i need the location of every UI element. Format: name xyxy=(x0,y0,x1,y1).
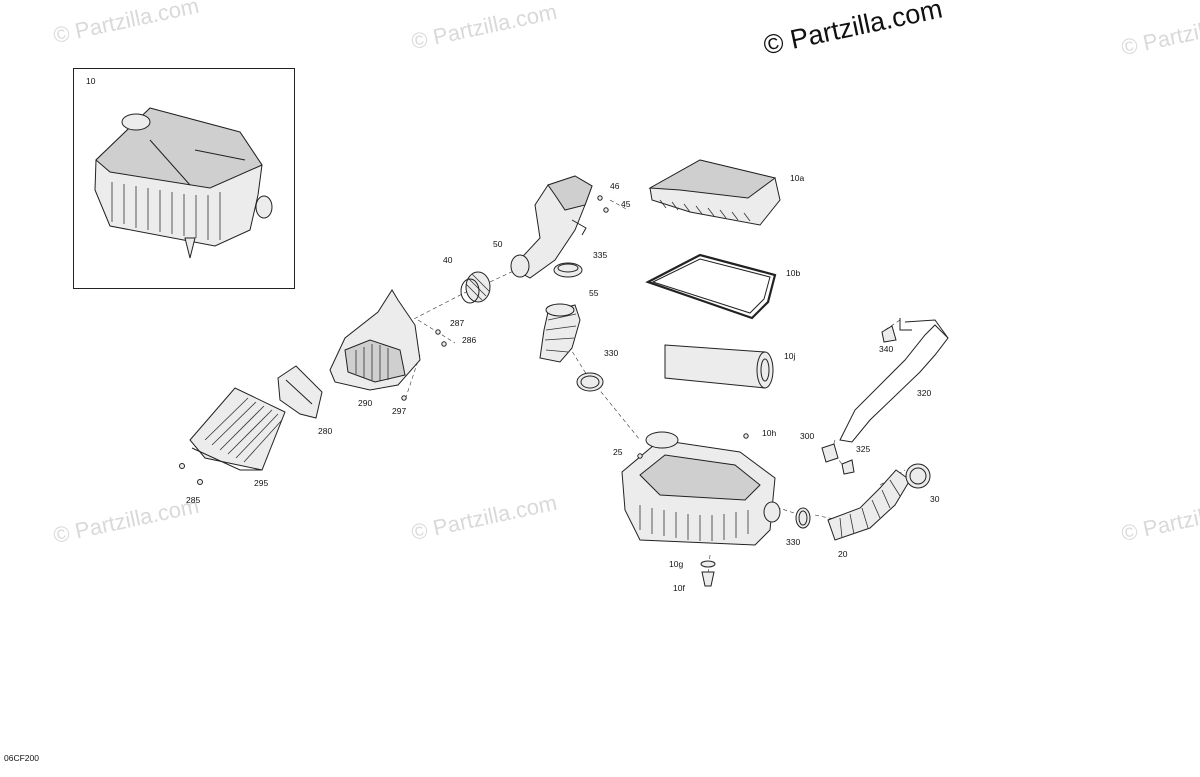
callout-340: 340 xyxy=(879,344,894,354)
callout-300: 300 xyxy=(800,431,815,441)
callout-10j: 10j xyxy=(784,351,796,361)
intake-housing xyxy=(329,289,447,401)
intake-grille xyxy=(179,387,286,485)
hose-clamp xyxy=(905,463,931,489)
callout-55: 55 xyxy=(589,288,599,298)
callout-320: 320 xyxy=(917,388,932,398)
callout-290: 290 xyxy=(358,398,373,408)
callout-297: 297 xyxy=(392,406,407,416)
callout-325: 325 xyxy=(856,444,871,454)
airbox-gasket xyxy=(645,253,777,320)
inset-callout: 10 xyxy=(86,76,96,86)
intake-coupler xyxy=(460,271,491,304)
hose-fittings xyxy=(821,443,855,475)
intake-hose xyxy=(827,469,911,541)
callout-46: 46 xyxy=(610,181,620,191)
callout-287: 287 xyxy=(450,318,465,328)
callout-10a: 10a xyxy=(790,173,805,183)
callout-285: 285 xyxy=(186,495,201,505)
callout-286: 286 xyxy=(462,335,477,345)
inset-airbox-assembly xyxy=(94,107,273,259)
air-filter-element xyxy=(664,344,774,389)
diagram-code: 06CF200 xyxy=(4,753,39,763)
vent-hose xyxy=(839,318,949,443)
callout-10b: 10b xyxy=(786,268,801,278)
callout-30: 30 xyxy=(930,494,940,504)
callout-10g: 10g xyxy=(669,559,684,569)
boot-clamp-upper xyxy=(576,372,604,392)
vent-fitting xyxy=(881,325,897,343)
callout-25: 25 xyxy=(613,447,623,457)
flex-boot xyxy=(539,303,581,363)
duct-clamp xyxy=(553,262,583,278)
callout-330-upper: 330 xyxy=(604,348,619,358)
callout-10f: 10f xyxy=(673,583,685,593)
callout-45: 45 xyxy=(621,199,631,209)
boot-clamp-lower xyxy=(795,507,811,529)
callout-10h: 10h xyxy=(762,428,777,438)
airbox-cover xyxy=(648,159,781,226)
callout-20: 20 xyxy=(838,549,848,559)
drain-valve xyxy=(700,560,716,587)
intake-duct xyxy=(510,175,609,279)
callout-335: 335 xyxy=(593,250,608,260)
airbox-base xyxy=(621,431,781,546)
callout-330-lower: 330 xyxy=(786,537,801,547)
assembled-airbox-inset xyxy=(73,68,295,289)
side-cover xyxy=(277,365,323,419)
callout-50: 50 xyxy=(493,239,503,249)
callout-40: 40 xyxy=(443,255,453,265)
callout-295: 295 xyxy=(254,478,269,488)
callout-280: 280 xyxy=(318,426,333,436)
